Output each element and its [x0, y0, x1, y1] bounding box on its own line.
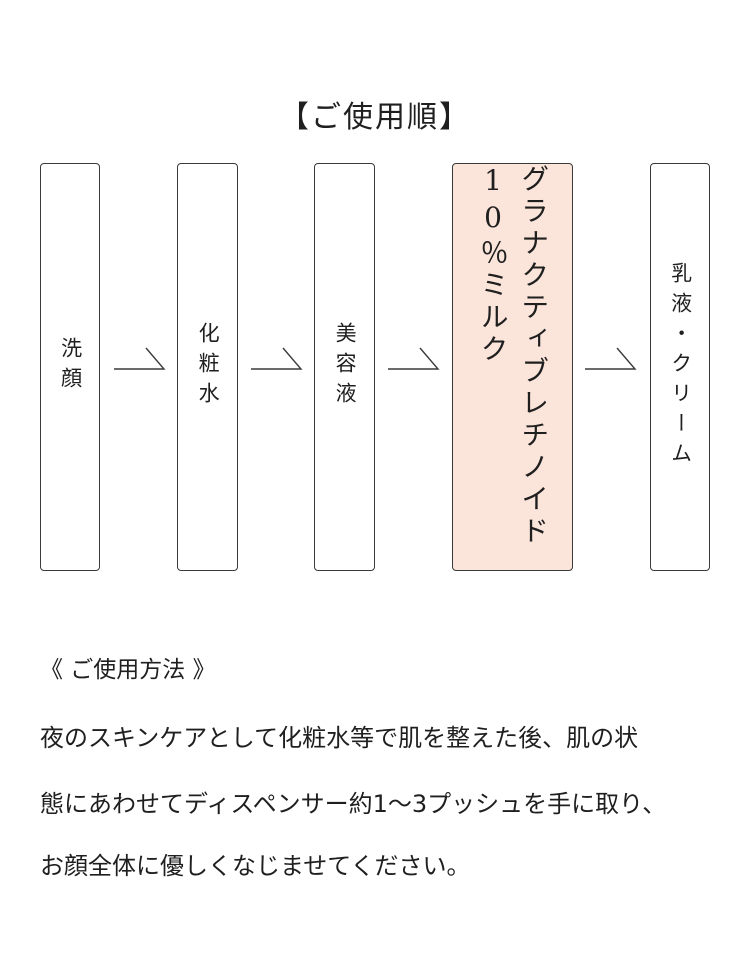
step-face-wash: 洗顔	[40, 163, 100, 571]
step-lotion-label: 化粧水	[196, 322, 221, 412]
arrow-right-icon	[585, 347, 637, 370]
step-face-wash-label: 洗顔	[58, 337, 83, 397]
step-emulsion-cream: 乳液・クリーム	[650, 163, 710, 571]
step-emulsion-cream-label: 乳液・クリーム	[668, 262, 693, 472]
step-serum-label: 美容液	[333, 322, 358, 412]
usage-heading: 《 ご使用方法 》	[40, 657, 216, 683]
page-title: 【ご使用順】	[279, 100, 471, 135]
arrow-right-icon	[251, 347, 303, 370]
usage-text-line: お顔全体に優しくなじませてください。	[40, 852, 471, 880]
step-serum: 美容液	[314, 163, 375, 571]
arrow-right-icon	[388, 347, 440, 370]
step-retinoid-milk-label: グラナクティブレチノイド10％ミルク	[476, 164, 551, 548]
usage-text-line: 態にあわせてディスペンサー約1～3プッシュを手に取り、	[40, 790, 667, 818]
arrow-right-icon	[114, 347, 166, 370]
step-lotion: 化粧水	[177, 163, 238, 571]
usage-text-line: 夜のスキンケアとして化粧水等で肌を整えた後、肌の状	[40, 724, 639, 752]
step-retinoid-milk: グラナクティブレチノイド10％ミルク	[452, 163, 573, 571]
